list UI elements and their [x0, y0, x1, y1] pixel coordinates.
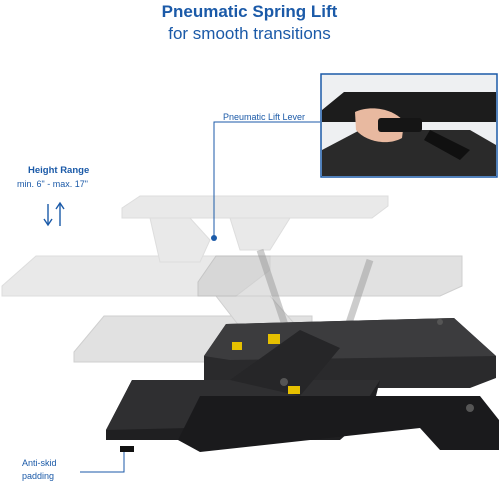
pneumatic-lever-callout	[378, 118, 422, 132]
anti-skid-pad	[120, 446, 134, 452]
anti-skid-label-line1: Anti-skid	[22, 458, 57, 468]
anti-skid-label-line2: padding	[22, 471, 55, 481]
lift-lever-label: Pneumatic Lift Lever	[223, 112, 306, 122]
feature-title: Pneumatic Spring Lift	[161, 2, 338, 21]
callout-lines	[80, 121, 320, 473]
height-range-value: min. 6" - max. 17"	[17, 179, 88, 189]
height-range-title: Height Range	[28, 165, 90, 176]
feature-subtitle: for smooth transitions	[168, 24, 331, 43]
inset-photo	[320, 73, 498, 178]
height-arrows-icon	[43, 201, 65, 227]
desk-dark-low	[106, 318, 499, 452]
